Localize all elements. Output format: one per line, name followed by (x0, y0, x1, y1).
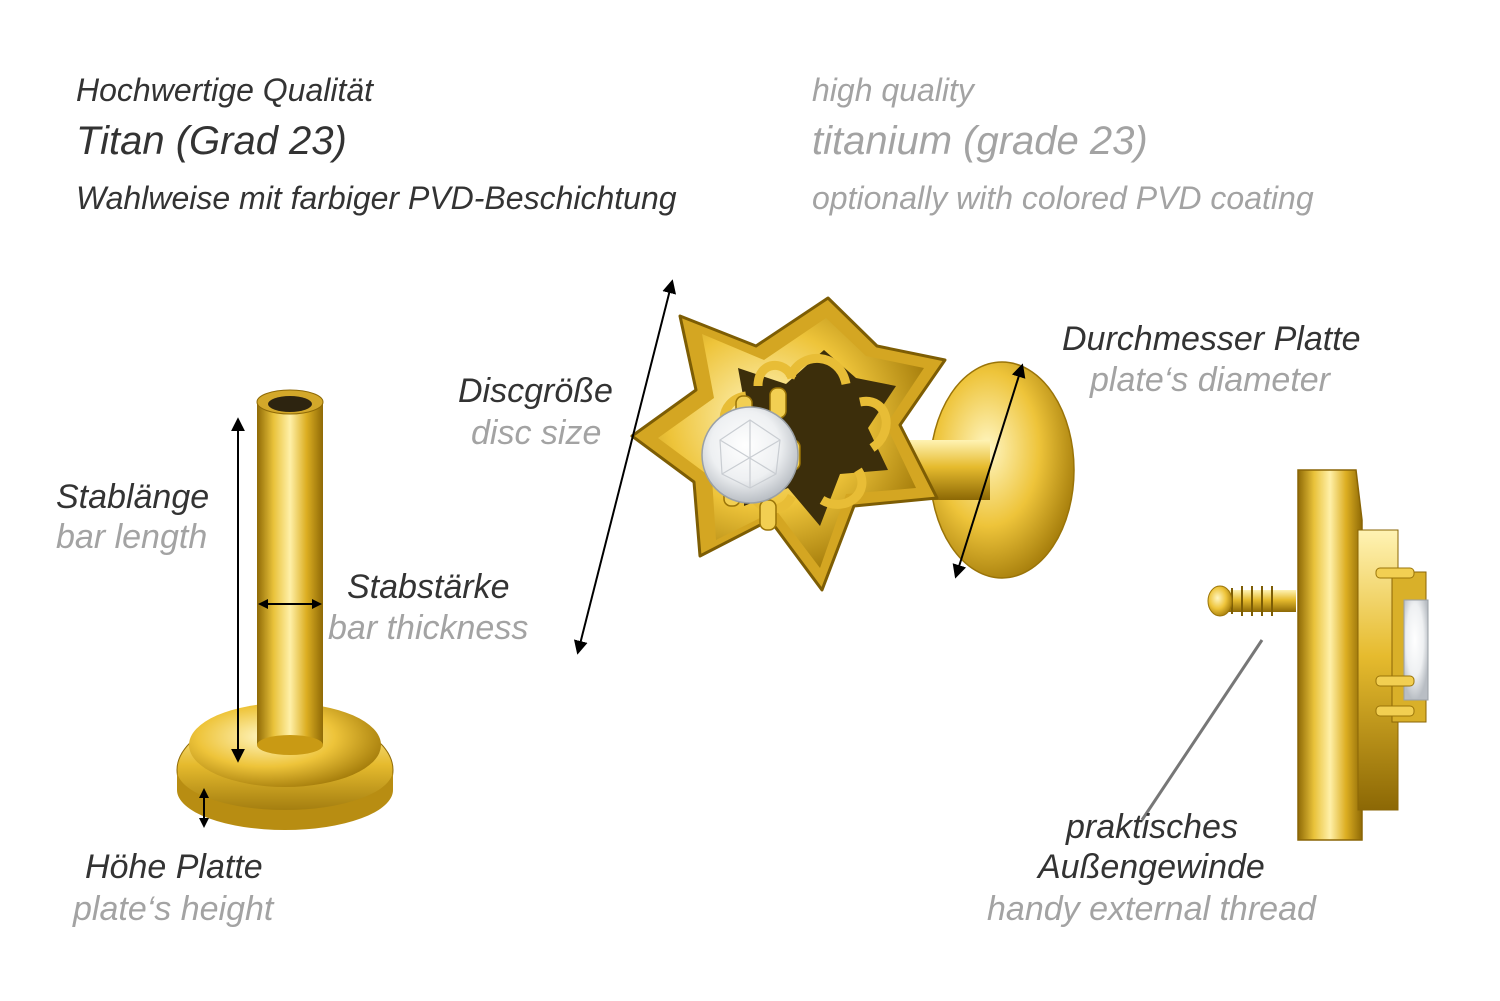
bar-thickness-label-en: bar thickness (328, 609, 529, 647)
header-coating-de: Wahlweise mit farbiger PVD-Beschichtung (76, 180, 677, 216)
plate-height-label-en: plate‘s height (73, 890, 274, 928)
disc-size-label-de: Discgröße (458, 372, 613, 410)
thread-pointer-line (1140, 639, 1264, 821)
header-quality-de: Hochwertige Qualität (76, 72, 374, 108)
plate-diameter-arrow (952, 363, 1026, 579)
disc-size-label-en: disc size (471, 414, 602, 452)
header-quality-en: high quality (812, 72, 974, 108)
bar-length-label-de: Stablänge (56, 478, 210, 516)
disc-size-arrow (573, 279, 677, 655)
disc-side-view (1207, 469, 1429, 841)
bar-thickness-label-de: Stabstärke (347, 568, 510, 606)
flower-disc-assembly (630, 296, 1075, 592)
bar-length-label-en: bar length (56, 518, 208, 556)
header-coating-en: optionally with colored PVD coating (812, 180, 1314, 216)
plate-diameter-label-en: plate‘s diameter (1090, 361, 1331, 399)
header-material-de: Titan (Grad 23) (76, 119, 347, 163)
thread-label-en: handy external thread (987, 890, 1316, 928)
labret-post (176, 389, 394, 830)
plate-diameter-label-de: Durchmesser Platte (1062, 320, 1361, 358)
thread-label-de-line2: Außengewinde (1038, 848, 1265, 886)
thread-label-de-line1: praktisches (1066, 808, 1238, 846)
header-material-en: titanium (grade 23) (812, 119, 1148, 163)
plate-height-label-de: Höhe Platte (85, 848, 263, 886)
